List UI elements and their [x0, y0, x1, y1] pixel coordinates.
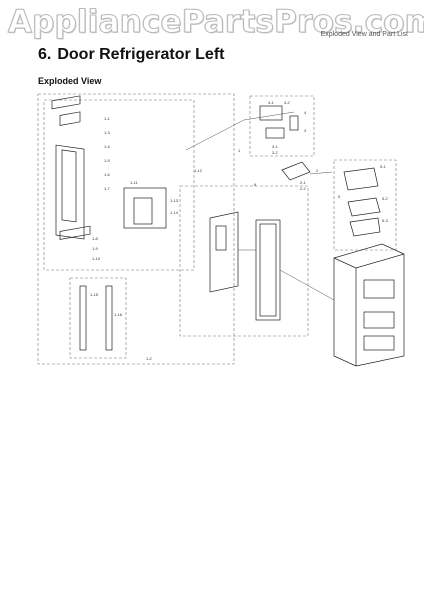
sub-callout-1-11: 1-11: [130, 180, 138, 185]
sub-callout-1-13: 1-13: [170, 198, 179, 203]
ice-tray: [281, 161, 311, 181]
hinge-bracket: [59, 111, 81, 126]
exploded-view-svg: 1 2 3 4 5 6 1-1 1-2 1-3 1-4 1-5 1-6 1-7 …: [37, 93, 405, 367]
outline-gasket: [179, 185, 309, 337]
door-bin-2: [347, 197, 381, 217]
handle-part-2: [289, 115, 299, 131]
sub-callout-1-7: 1-7: [104, 186, 111, 191]
callout-5: 5: [338, 194, 341, 199]
leader-line-4: [279, 269, 335, 301]
door-bin-3: [349, 217, 381, 237]
sub-callout-1-12: 1-12: [194, 168, 203, 173]
door-gasket-inner: [259, 223, 277, 317]
lower-bar-1: [79, 285, 87, 351]
callout-3: 3: [304, 128, 307, 133]
sub-callout-1-3: 1-3: [104, 130, 111, 135]
door-shell: [209, 211, 239, 293]
refrigerator-cabinet: [333, 243, 405, 367]
cabinet-shelf-3: [363, 335, 395, 351]
sub-callout-1-15: 1-15: [90, 292, 99, 297]
dispenser-housing: [123, 187, 167, 229]
sub-callout-5-3: 5-3: [382, 218, 389, 223]
leader-line-2: [243, 111, 295, 121]
exploded-view-diagram: 1 2 3 4 5 6 1-1 1-2 1-3 1-4 1-5 1-6 1-7 …: [34, 90, 414, 370]
handle-part-3: [265, 127, 285, 139]
callout-4: 4: [304, 110, 307, 115]
door-gasket: [255, 219, 281, 321]
door-bin-1: [343, 167, 379, 191]
outline-lower-parts: [69, 277, 127, 359]
dispenser-cover: [133, 197, 153, 225]
outline-handle-parts: [249, 95, 315, 157]
sub-callout-1-5: 1-5: [104, 158, 111, 163]
leader-line-1: [185, 119, 245, 151]
outline-assembly-1: [37, 93, 235, 365]
bottom-cap: [59, 225, 91, 240]
callout-1: 1: [238, 148, 241, 153]
sub-callout-1-10: 1-10: [92, 256, 101, 261]
callout-2: 2: [316, 168, 319, 173]
lower-bar-2: [105, 285, 113, 351]
sub-callout-4-1: 4-1: [268, 100, 275, 105]
section-title: Door Refrigerator Left: [57, 46, 225, 63]
outline-bin: [333, 159, 397, 251]
sub-callout-2-2: 2-2: [300, 186, 307, 191]
sub-callout-1-14: 1-14: [170, 210, 179, 215]
sub-callout-5-2: 5-2: [382, 196, 389, 201]
leader-line-3: [309, 171, 333, 175]
outline-upper-door: [43, 99, 195, 271]
sub-callout-1-16: 1-16: [114, 312, 123, 317]
sub-callout-3-1: 3-1: [272, 144, 279, 149]
sub-callout-1-1: 1-1: [104, 116, 111, 121]
sub-callout-1-8: 1-8: [92, 236, 99, 241]
page-title: 6. Door Refrigerator Left: [38, 46, 224, 64]
dispenser-opening: [215, 225, 227, 251]
section-header-label: Exploded View and Part List: [320, 31, 408, 38]
subsection-title: Exploded View: [38, 76, 102, 86]
cabinet-shelf-2: [363, 311, 395, 329]
sub-callout-3-2: 3-2: [272, 150, 279, 155]
sub-callout-1-6: 1-6: [104, 172, 111, 177]
section-number: 6.: [38, 46, 52, 63]
sub-callout-1-4: 1-4: [104, 144, 111, 149]
cabinet-shelf-1: [363, 279, 395, 299]
sub-callout-1-9: 1-9: [92, 246, 99, 251]
sub-callout-1-2: 1-2: [146, 356, 153, 361]
watermark-logo: AppliancePartsPros.com: [7, 4, 424, 41]
door-panel: [55, 144, 85, 240]
handle-part-1: [259, 105, 283, 121]
sub-callout-5-1: 5-1: [380, 164, 387, 169]
cabinet-top-edge: [333, 253, 405, 269]
sub-callout-2-1: 2-1: [300, 180, 307, 185]
callout-6: 6: [254, 182, 257, 187]
door-inner-panel: [61, 149, 77, 223]
top-cap: [51, 95, 81, 110]
sub-callout-4-2: 4-2: [284, 100, 291, 105]
